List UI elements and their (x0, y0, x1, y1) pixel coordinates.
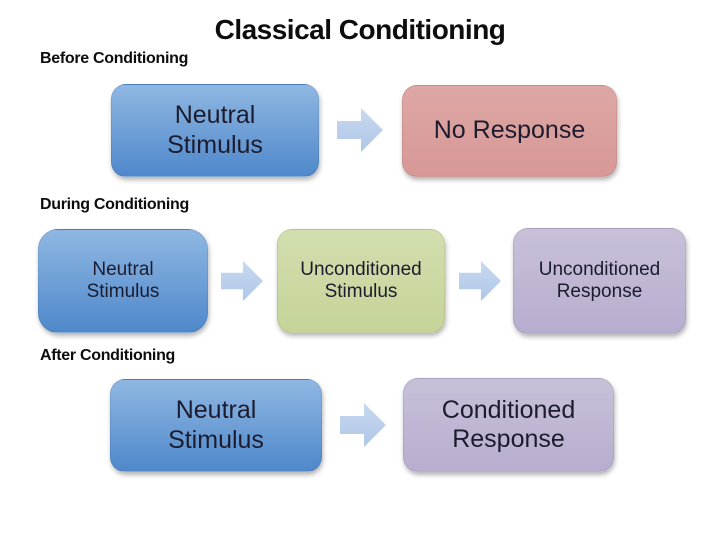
page-title: Classical Conditioning (214, 14, 506, 45)
neutral-stimulus-box-after: Neutral Stimulus (110, 379, 322, 472)
section-label-after: After Conditioning (40, 347, 176, 364)
section-label-during: During Conditioning (40, 196, 189, 213)
section-label-before: Before Conditioning (40, 50, 189, 67)
unconditioned-response-box: Unconditioned Response (513, 228, 686, 334)
right-arrow-icon (459, 260, 501, 302)
no-response-box: No Response (402, 85, 617, 177)
unconditioned-stimulus-box: Unconditioned Stimulus (277, 229, 445, 333)
right-arrow-icon (340, 403, 386, 447)
conditioned-response-box: Conditioned Response (403, 378, 614, 472)
neutral-stimulus-box-before: Neutral Stimulus (111, 84, 319, 177)
neutral-stimulus-box-during: Neutral Stimulus (38, 229, 208, 333)
right-arrow-icon (221, 260, 263, 302)
right-arrow-icon (337, 108, 383, 152)
